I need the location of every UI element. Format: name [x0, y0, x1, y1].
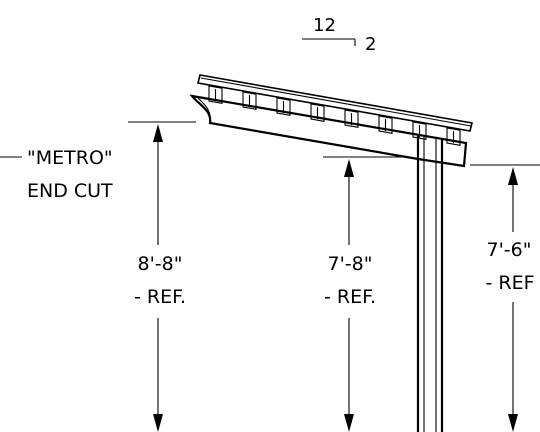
post — [416, 136, 444, 432]
purlin-block — [412, 121, 427, 140]
dim2-note: - REF. — [324, 286, 376, 308]
dimension-7-8: 7'-8" - REF. — [323, 156, 410, 432]
dim1-value: 8'-8" — [138, 253, 183, 275]
dim3-arrow-top — [508, 167, 518, 185]
purlin-block — [276, 97, 291, 116]
dim2-value: 7'-8" — [328, 253, 373, 275]
rafter-body — [189, 94, 468, 168]
purlin-block — [208, 85, 223, 104]
dim1-note: - REF. — [134, 286, 186, 308]
dim3-value: 7'-6" — [487, 239, 532, 261]
dimension-8-8: 8'-8" - REF. — [128, 121, 196, 432]
pitch-rise: 12 — [313, 15, 336, 36]
dimension-7-6: 7'-6" - REF — [470, 164, 540, 432]
dim2-arrow-top — [344, 159, 354, 177]
purlin-block — [446, 127, 461, 146]
dim3-note: - REF — [485, 272, 534, 294]
pitch-indicator: 12 2 — [302, 15, 376, 55]
dim1-arrow-top — [153, 124, 163, 142]
end-cut-label-line1: "METRO" — [27, 147, 113, 169]
end-cut-callout: "METRO" END CUT — [0, 147, 113, 202]
dim2-arrow-bottom — [344, 414, 354, 432]
top-slats — [197, 74, 473, 132]
top-slat-edge — [200, 77, 472, 127]
end-cut-label-line2: END CUT — [27, 180, 113, 202]
top-slat-board — [197, 74, 473, 132]
dim3-arrow-bottom — [508, 414, 518, 432]
dim1-arrow-bottom — [153, 414, 163, 432]
purlin-block — [310, 103, 325, 122]
rafter-beam — [189, 94, 468, 168]
purlin-block — [242, 91, 257, 110]
pitch-run: 2 — [365, 34, 376, 55]
metro-end-cut-curve — [197, 97, 211, 124]
purlin-block — [344, 109, 359, 128]
purlin-block — [378, 115, 393, 134]
